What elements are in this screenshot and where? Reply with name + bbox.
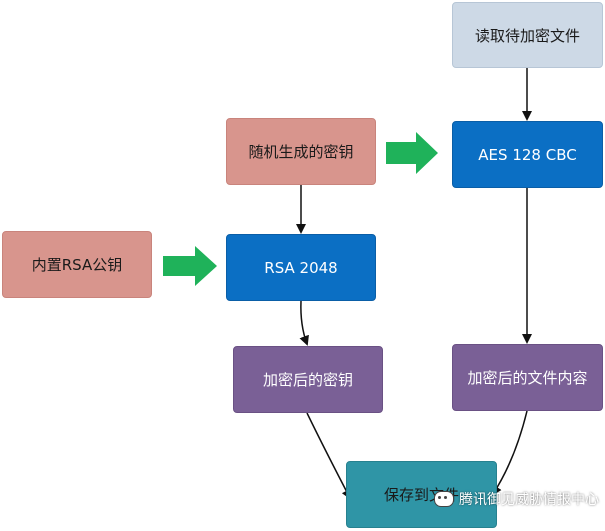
node-random-key: 随机生成的密钥 xyxy=(226,118,376,185)
watermark: 腾讯御见威胁情报中心 xyxy=(434,489,599,509)
node-label: 读取待加密文件 xyxy=(474,26,580,45)
node-label: 随机生成的密钥 xyxy=(248,143,354,161)
node-save-file: 保存到文件 xyxy=(346,461,497,528)
edge-enckey-to-save xyxy=(306,412,351,500)
node-label: 加密后的文件内容 xyxy=(467,369,588,387)
edge-encfile-to-save xyxy=(491,410,528,496)
edge-rsa-to-enckey xyxy=(299,300,309,346)
node-encrypted-key: 加密后的密钥 xyxy=(233,346,383,413)
node-encrypted-content: 加密后的文件内容 xyxy=(452,344,603,411)
node-rsa: RSA 2048 xyxy=(226,234,376,301)
node-read-file: 读取待加密文件 xyxy=(452,2,603,68)
green-arrow-random-to-aes xyxy=(386,132,438,174)
green-arrow-pubkey-to-rsa xyxy=(163,246,217,286)
node-rsa-pubkey: 内置RSA公钥 xyxy=(2,231,152,298)
node-aes: AES 128 CBC xyxy=(452,121,603,188)
node-label: 内置RSA公钥 xyxy=(31,256,123,274)
node-label: 加密后的密钥 xyxy=(262,371,353,389)
wechat-icon xyxy=(434,491,454,507)
watermark-text: 腾讯御见威胁情报中心 xyxy=(459,492,599,508)
node-label: RSA 2048 xyxy=(264,258,338,277)
node-label: AES 128 CBC xyxy=(478,145,577,164)
